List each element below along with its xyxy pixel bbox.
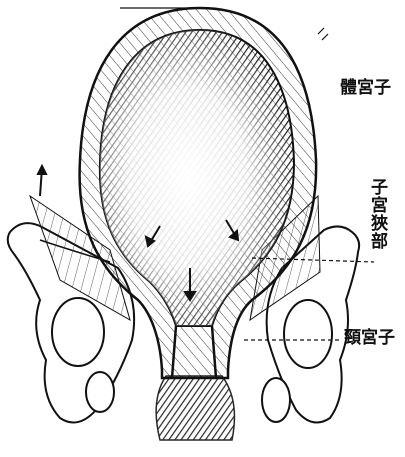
label-cervix: 頸宮子 bbox=[344, 330, 395, 347]
vaginal-tissue bbox=[156, 376, 234, 440]
label-uterine-body: 體宮子 bbox=[340, 80, 391, 97]
label-lower-uterine-segment: 子宮狹部 bbox=[368, 178, 385, 250]
